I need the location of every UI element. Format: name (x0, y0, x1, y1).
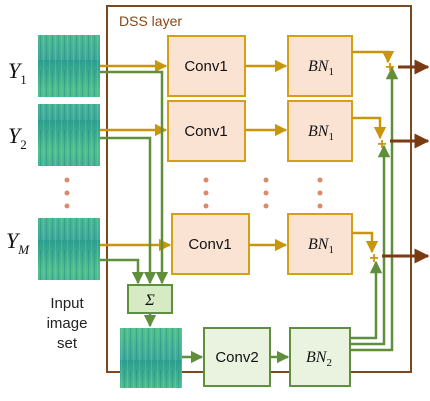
bn1-label-m: BN1 (308, 236, 334, 256)
dot (64, 177, 70, 183)
arrow-bn1-plus-m (352, 231, 379, 254)
dot (263, 177, 269, 183)
input-caption-line2: image (47, 315, 88, 332)
input-caption-line3: set (57, 335, 78, 352)
conv1-label-1: Conv1 (184, 58, 227, 75)
dot (64, 203, 70, 209)
input-label-y2: Y2 (8, 123, 27, 152)
conv1-box-m (171, 213, 250, 275)
bn1-box-m (287, 213, 353, 275)
arrow-bn1-plus-1 (352, 50, 395, 64)
bn2-box (289, 327, 351, 387)
dot (203, 177, 209, 183)
sum-box (127, 284, 173, 314)
dot (263, 190, 269, 196)
dot (317, 190, 323, 196)
green-arrow-input2-sum (100, 136, 157, 285)
green-arrow-bn2-plus-1 (350, 66, 399, 352)
conv1-label-m: Conv1 (188, 236, 231, 253)
green-arrow-bn2-plus-m (350, 260, 383, 340)
dss-layer-frame (106, 5, 412, 373)
input-label-y1: Y1 (8, 58, 27, 87)
green-arrow-inputm-sum (100, 258, 145, 285)
input-label-ym: YM (6, 228, 30, 257)
bn1-label-1: BN1 (308, 58, 334, 78)
plus-node-m: + (369, 250, 378, 267)
input-caption-line1: Input (50, 295, 84, 312)
conv2-label: Conv2 (215, 349, 258, 366)
input-image-2 (38, 104, 100, 166)
bn1-label-2: BN1 (308, 123, 334, 143)
dot (203, 203, 209, 209)
plus-node-2: + (377, 136, 386, 153)
dot (263, 203, 269, 209)
conv2-box (203, 327, 271, 387)
conv1-box-2 (167, 100, 246, 162)
conv1-label-2: Conv1 (184, 123, 227, 140)
input-image-m (38, 218, 100, 280)
bn1-box-1 (287, 35, 353, 97)
input-image-1 (38, 35, 100, 97)
conv1-box-1 (167, 35, 246, 97)
arrow-bn1-plus-2 (352, 116, 387, 140)
dot (203, 190, 209, 196)
dot (64, 190, 70, 196)
green-arrow-input1-sum (100, 70, 169, 285)
plus-node-1: + (385, 59, 394, 76)
aggregated-image (120, 328, 182, 388)
green-arrow-bn2-plus-2 (350, 144, 391, 346)
dss-layer-title: DSS layer (119, 13, 182, 29)
bn1-box-2 (287, 100, 353, 162)
dot (317, 203, 323, 209)
sum-symbol: Σ (144, 292, 155, 309)
dot (317, 177, 323, 183)
bn2-label: BN2 (306, 349, 332, 369)
